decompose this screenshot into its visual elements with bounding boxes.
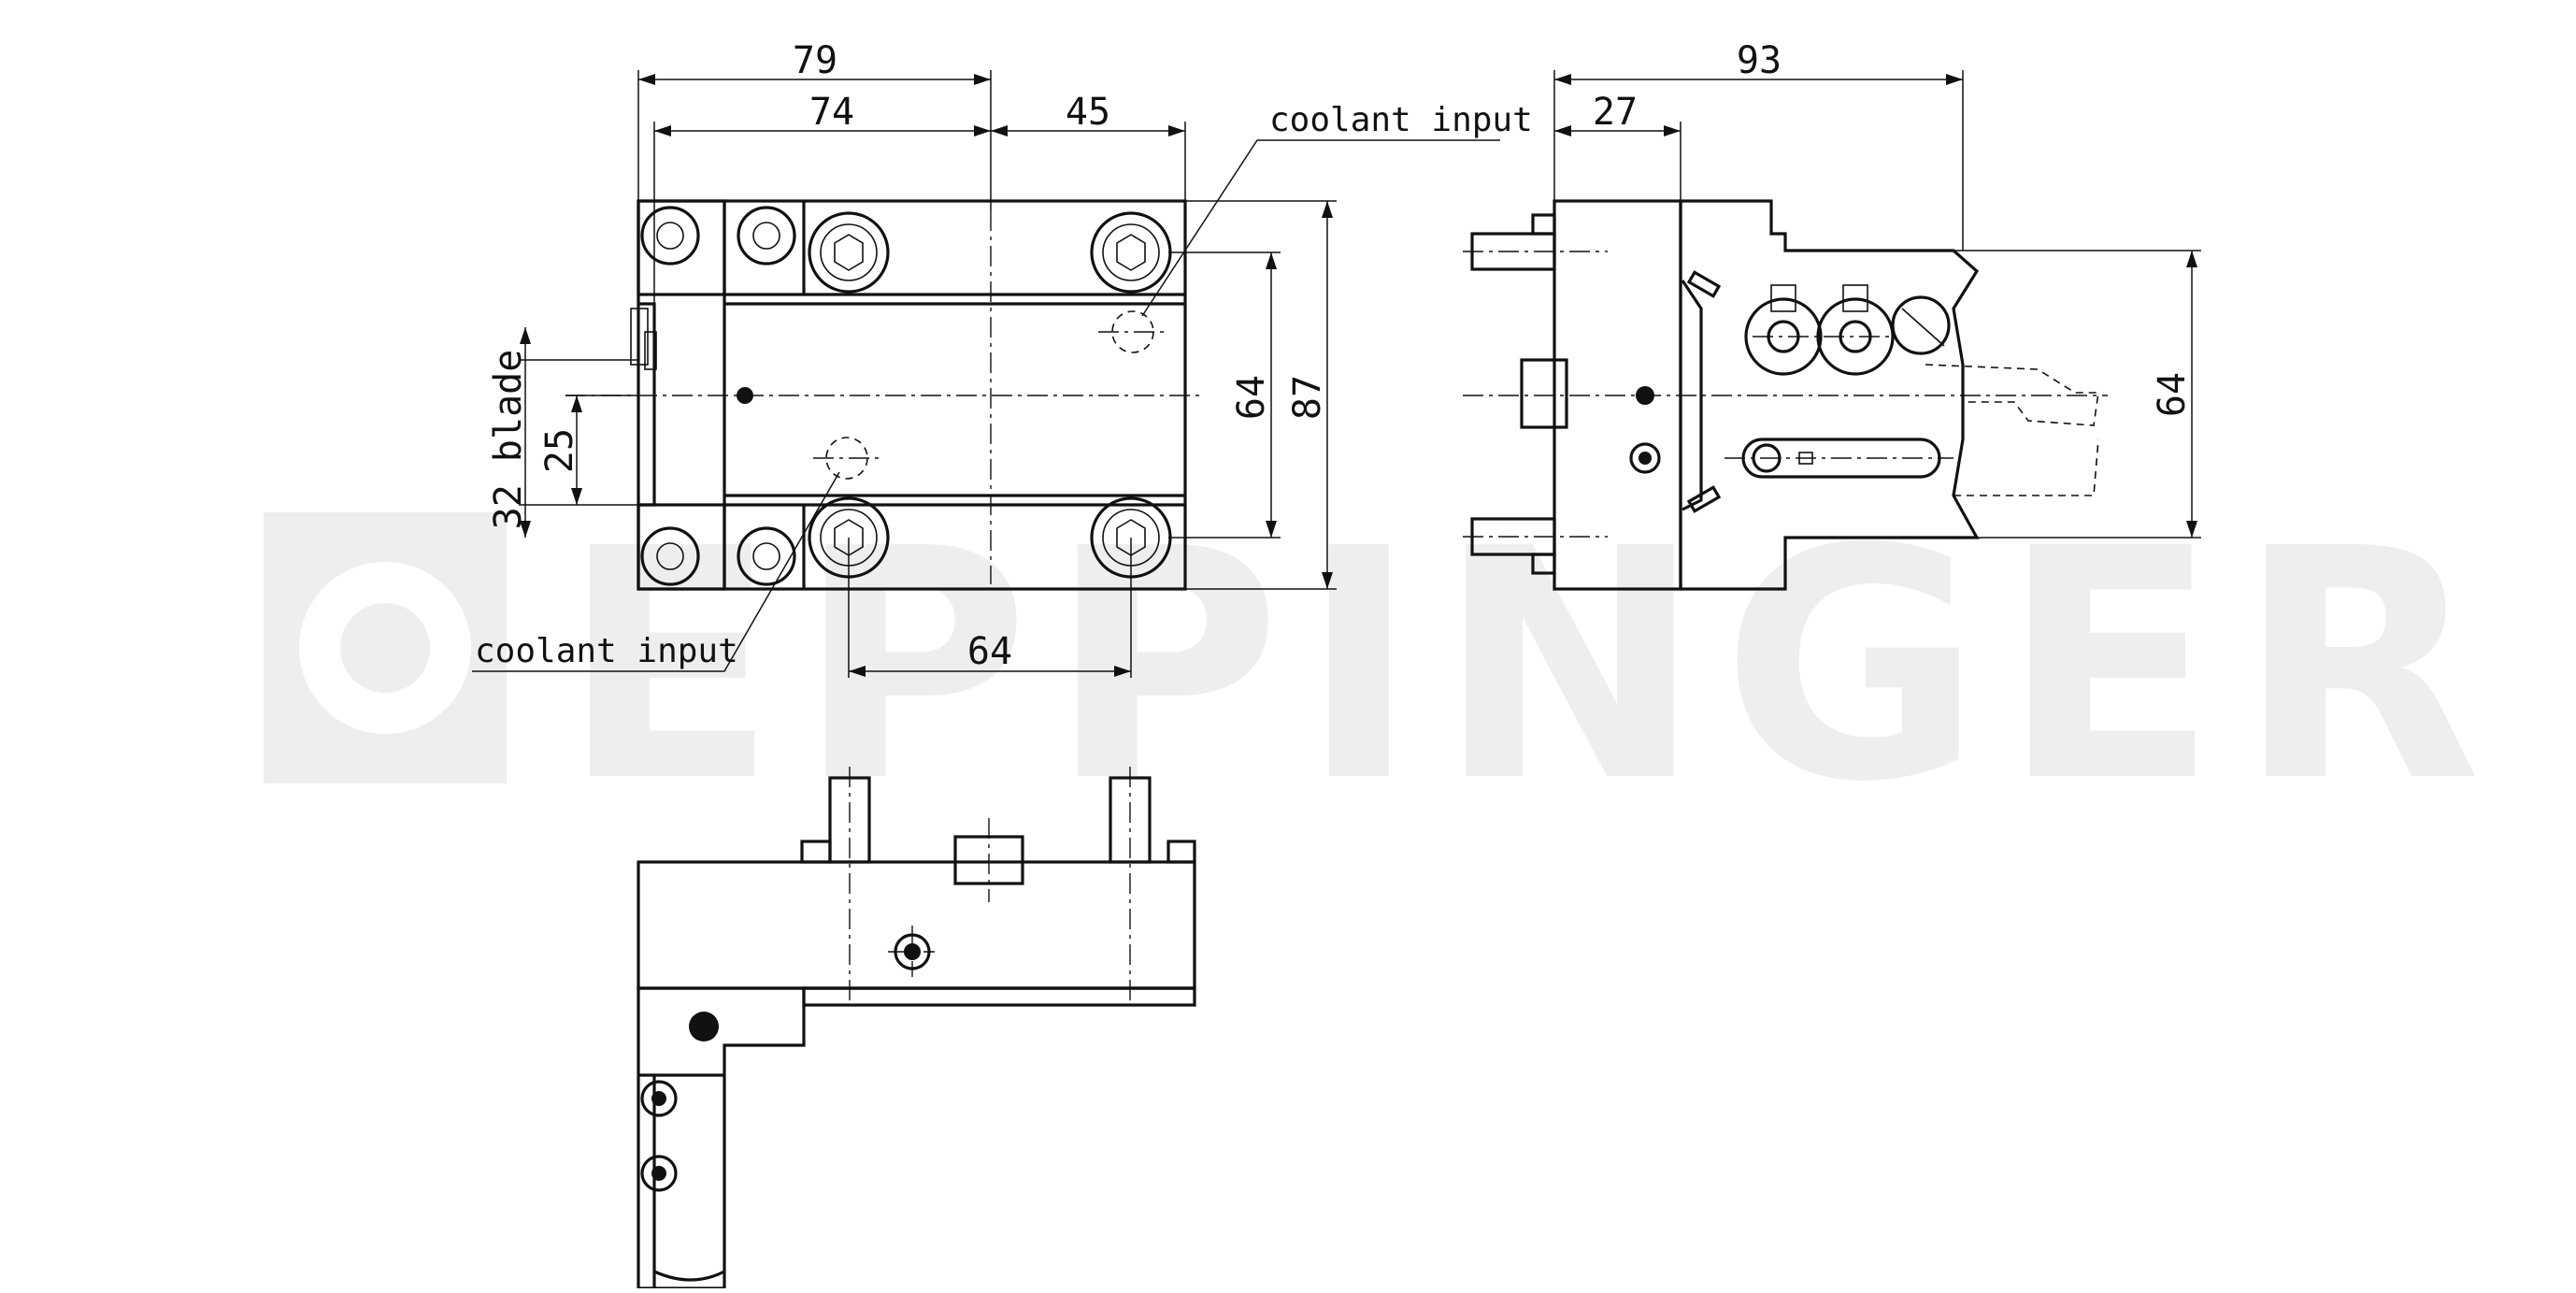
dim-64-right-label: 64	[2151, 372, 2194, 417]
front-blade-screw	[644, 331, 657, 370]
coolant-input-bottom-label: coolant input	[475, 632, 738, 670]
top-clamp-arm	[637, 986, 806, 1290]
top-tab-right	[1166, 840, 1196, 864]
side-key	[1520, 358, 1568, 429]
side-wedge-top	[1686, 270, 1722, 298]
dim-27-label: 27	[1593, 91, 1638, 134]
side-roller-3	[1891, 295, 1951, 355]
dim-93-label: 93	[1737, 39, 1782, 82]
front-blade	[638, 302, 656, 507]
side-screw	[1629, 442, 1661, 474]
top-blade-curve	[653, 1270, 725, 1282]
top-arm-screw-2	[640, 1155, 678, 1192]
dim-79-label: 79	[793, 39, 837, 82]
dim-25-label: 25	[538, 428, 581, 473]
top-base-lip	[802, 986, 1196, 1007]
top-arm-screw-1-core	[651, 1091, 666, 1106]
side-pin-cap-top	[1531, 213, 1556, 236]
side-phantom-lower	[1953, 438, 2099, 496]
side-wedge-bottom	[1686, 485, 1722, 513]
front-screw-bm	[737, 526, 796, 586]
dim-64-side-label: 64	[1230, 375, 1273, 420]
dim-45-label: 45	[1066, 91, 1110, 134]
side-roller-2	[1816, 284, 1895, 376]
front-screw-bl	[640, 526, 700, 586]
side-view: 93 27 64	[1463, 39, 2201, 591]
top-arm-dot	[689, 1012, 719, 1042]
dim-64-bottom-label: 64	[967, 630, 1012, 673]
side-screw-core	[1639, 452, 1652, 465]
side-roller-1	[1744, 284, 1823, 376]
side-pin-cap-bottom	[1531, 553, 1556, 575]
front-clamp-bottom	[637, 503, 726, 591]
side-phantom-tool	[1925, 364, 2099, 426]
front-screw-tm	[737, 206, 796, 266]
leader-coolant-top	[1141, 139, 1500, 317]
dim-74-label: 74	[809, 91, 854, 134]
front-bolt-2	[1090, 211, 1172, 294]
side-body	[1679, 199, 1980, 591]
leader-coolant-bottom	[472, 471, 840, 672]
dim-87-label: 87	[1286, 375, 1329, 420]
top-arm-screw-2-core	[651, 1166, 666, 1181]
front-clamp-top	[637, 199, 726, 296]
front-blade-tip	[630, 308, 649, 366]
front-bolt-1	[808, 211, 890, 294]
top-arm-screw-1	[640, 1080, 678, 1117]
coolant-input-top-label: coolant input	[1269, 101, 1533, 139]
dim-32-blade-label: 32 blade	[487, 350, 530, 530]
front-view: 79 74 45 64 87 25 32 blade 64 coolant in…	[472, 39, 1533, 678]
front-screw-tl	[640, 206, 700, 266]
watermark-logo-core	[340, 603, 430, 693]
watermark-text: EPPINGER	[561, 481, 2500, 852]
